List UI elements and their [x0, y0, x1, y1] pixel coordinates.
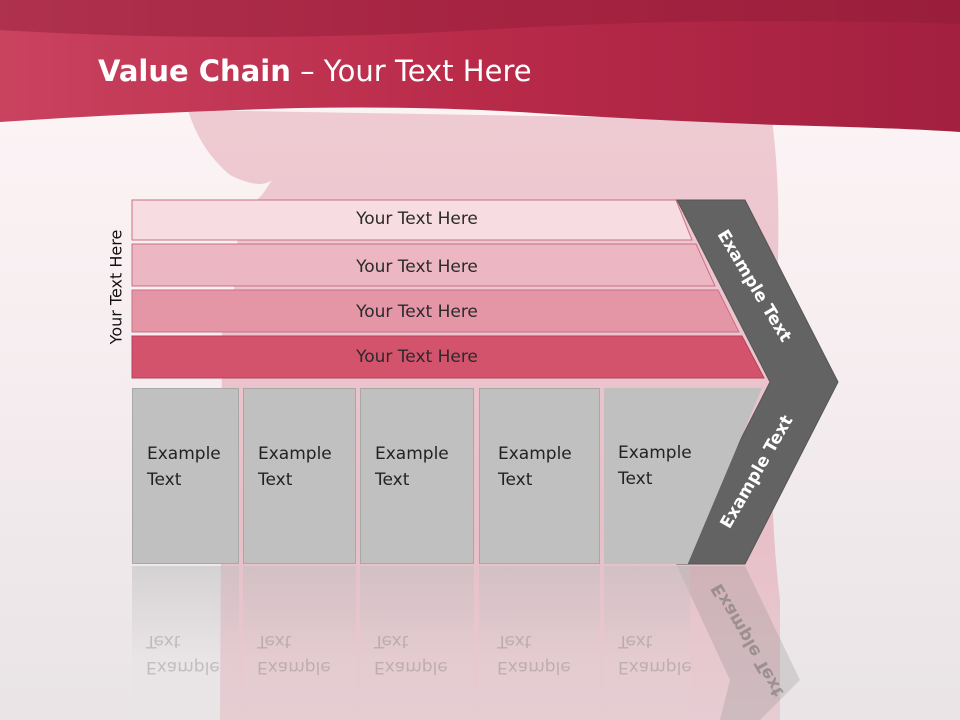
chevron-reflection — [677, 566, 800, 720]
slide-title: Value Chain – Your Text Here — [98, 54, 532, 88]
header-wave — [0, 0, 960, 132]
band-1-label: Your Text Here — [356, 209, 478, 229]
chevron-arrow — [676, 199, 839, 565]
band-4 — [131, 335, 765, 379]
title-rest: – Your Text Here — [290, 54, 532, 88]
title-bold: Value Chain — [98, 54, 291, 88]
band-4-label: Your Text Here — [356, 347, 478, 367]
band-3 — [131, 289, 740, 333]
band-2-label: Your Text Here — [356, 257, 478, 277]
side-label: Your Text Here — [106, 229, 126, 345]
band-2 — [131, 243, 716, 287]
band-1 — [131, 199, 693, 241]
band-3-label: Your Text Here — [356, 302, 478, 322]
